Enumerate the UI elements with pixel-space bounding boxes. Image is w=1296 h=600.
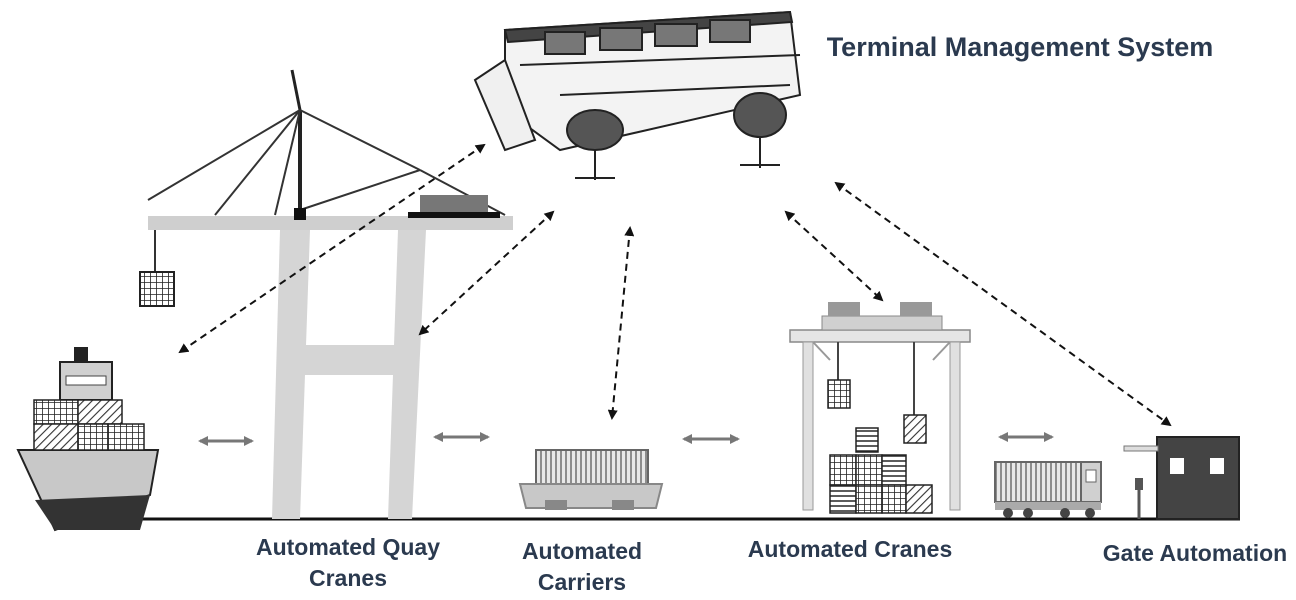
cranes-label: Automated Cranes	[747, 536, 953, 562]
tms-gate-link	[834, 181, 1172, 427]
flow-arrows	[198, 432, 1054, 446]
control-room-illustration	[473, 10, 802, 180]
tms-carrier-link	[607, 226, 635, 420]
gate-house-illustration	[1123, 436, 1240, 520]
stacking-crane-illustration	[789, 302, 971, 514]
terminal-management-system-title: Terminal Management System	[826, 32, 1214, 62]
tms-ship-link	[178, 143, 486, 354]
carrier-illustration	[518, 449, 664, 510]
communication-arrows	[178, 143, 1172, 427]
carriers-label: Automated Carriers	[521, 538, 643, 596]
tms-quay-crane-link	[418, 210, 555, 336]
quay-crane-illustration	[139, 69, 513, 519]
ship-illustration	[16, 347, 160, 532]
gate-automation-label: Gate Automation	[1102, 540, 1288, 566]
tms-crane-link	[784, 210, 884, 302]
quay-cranes-label: Automated Quay Cranes	[255, 534, 441, 592]
truck-illustration	[994, 461, 1102, 518]
